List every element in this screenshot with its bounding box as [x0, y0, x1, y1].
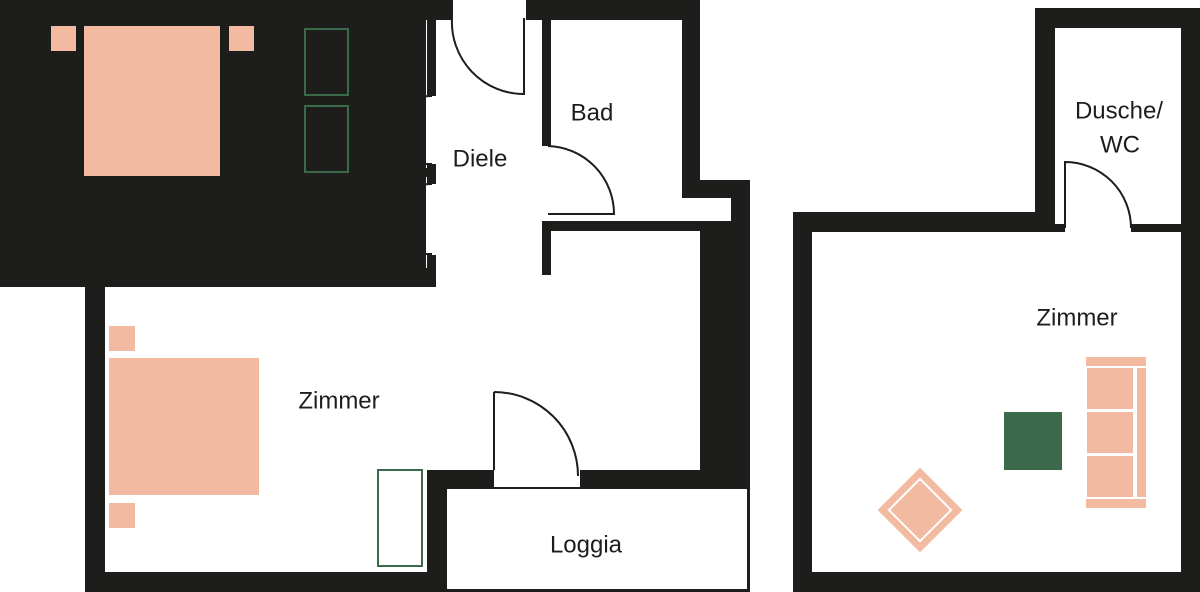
- wall-left-bottom: [85, 268, 105, 592]
- left-unit-furniture: [51, 26, 423, 567]
- bad-niche: [689, 198, 731, 221]
- left-unit-doors: [360, 0, 616, 477]
- bed-top: [84, 26, 220, 176]
- r-wall-bottom: [793, 572, 1200, 592]
- r-wall-dusche-bottom: [1131, 224, 1200, 232]
- door-wc: [362, 95, 433, 165]
- r-wall-mid-left: [793, 212, 1055, 232]
- wardrobe-top-b: [304, 105, 349, 173]
- wall-top-a: [0, 0, 452, 20]
- wall-loggia-left: [427, 470, 446, 592]
- nightstand-top-right: [229, 26, 254, 51]
- wall-diele-left-a: [427, 18, 436, 96]
- label-loggia: Loggia: [550, 532, 623, 559]
- door-entrance: [450, 0, 525, 96]
- wall-left-top: [0, 0, 20, 287]
- wall-wc-left: [352, 0, 361, 177]
- nightstand-bottom-bottom: [109, 503, 135, 528]
- door-zimmer-top: [360, 183, 433, 255]
- wall-diele-left-b: [427, 164, 436, 184]
- door-bad: [547, 145, 616, 215]
- wall-bad-left-a: [542, 18, 551, 146]
- label-bad: Bad: [571, 100, 614, 127]
- wall-bad-left-b: [542, 221, 551, 275]
- r-wall-dusche-bottom-b: [1055, 224, 1065, 232]
- coffee-table: [1004, 412, 1062, 470]
- door-loggia: [493, 391, 579, 477]
- r-wall-right: [1181, 8, 1200, 592]
- loggia-floor: [445, 487, 749, 591]
- wall-loggia-top: [580, 470, 750, 488]
- wall-top-b: [526, 0, 700, 20]
- wardrobe-bottom: [377, 469, 423, 567]
- wall-bottom: [85, 572, 446, 592]
- wall-bad-bottom: [542, 221, 731, 230]
- label-zimmer-right: Zimmer: [1036, 305, 1117, 332]
- wall-right-outer: [731, 180, 750, 487]
- sofa: [1085, 357, 1146, 508]
- right-unit-labels: Dusche/ WC Zimmer: [1036, 98, 1163, 332]
- r-wall-left: [793, 212, 812, 592]
- wall-wc-bottom: [352, 168, 436, 177]
- label-zimmer-top: Zimmer: [155, 196, 236, 223]
- wall-loggia-top-left: [427, 470, 494, 488]
- wall-mid-horizontal: [0, 268, 436, 287]
- r-wall-top: [1035, 8, 1200, 28]
- label-wc: WC: [372, 64, 412, 91]
- label-dusche-line1: Dusche/: [1075, 98, 1163, 125]
- bed-bottom: [109, 358, 259, 495]
- label-dusche-line2: WC: [1100, 132, 1140, 159]
- nightstand-bottom-top: [109, 326, 135, 351]
- right-unit-walls: [793, 8, 1200, 592]
- wardrobe-top-a: [304, 28, 349, 96]
- nightstand-top-left: [51, 26, 76, 51]
- right-unit-furniture: [877, 357, 1146, 553]
- armchair: [877, 467, 963, 553]
- label-diele: Diele: [453, 146, 508, 173]
- wall-diele-left-c: [427, 255, 436, 287]
- label-zimmer-bottom: Zimmer: [298, 388, 379, 415]
- wall-right-top: [682, 0, 700, 198]
- r-wall-dusche-left: [1035, 8, 1055, 232]
- left-unit-labels: Zimmer WC Diele Bad Zimmer Loggia: [155, 64, 622, 559]
- door-dusche: [1064, 160, 1132, 229]
